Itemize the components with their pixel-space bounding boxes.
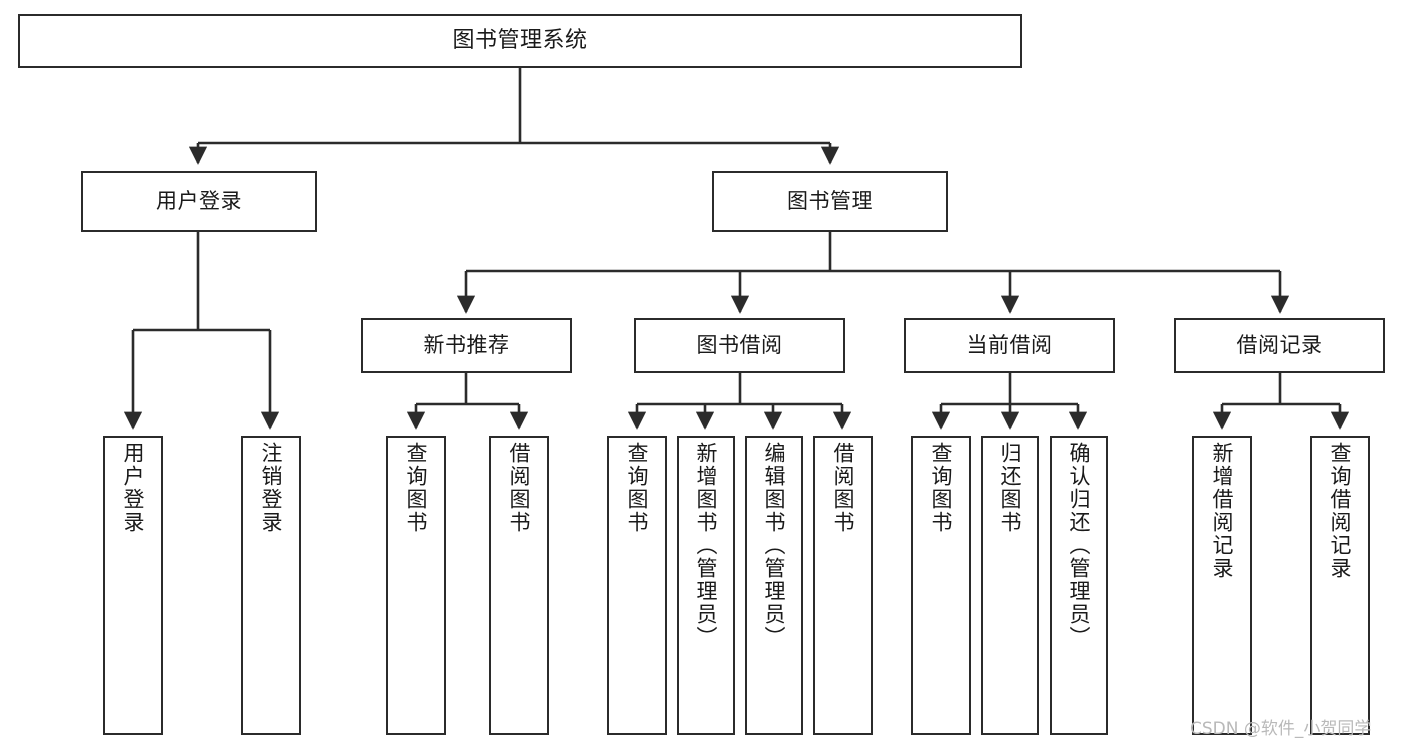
node-label: 图书管理系统 bbox=[452, 28, 588, 54]
node-label: 用户登录 bbox=[121, 442, 146, 534]
leaf-user-login-login[interactable]: 用户登录 bbox=[103, 436, 163, 735]
leaf-current-borrow-return-book[interactable]: 归还图书 bbox=[981, 436, 1039, 735]
node-label: 归还图书 bbox=[998, 442, 1023, 534]
node-label: 借阅图书 bbox=[507, 442, 532, 534]
node-label: 新书推荐 bbox=[423, 333, 510, 358]
leaf-book-borrow-query-book[interactable]: 查询图书 bbox=[607, 436, 667, 735]
node-root-book-management-system[interactable]: 图书管理系统 bbox=[18, 14, 1022, 68]
leaf-new-book-borrow-book[interactable]: 借阅图书 bbox=[489, 436, 549, 735]
leaf-book-borrow-edit-book-admin[interactable]: 编辑图书（管理员） bbox=[745, 436, 803, 735]
leaf-current-borrow-query-book[interactable]: 查询图书 bbox=[911, 436, 971, 735]
leaf-current-borrow-confirm-return-admin[interactable]: 确认归还（管理员） bbox=[1050, 436, 1108, 735]
leaf-borrow-record-add-record[interactable]: 新增借阅记录 bbox=[1192, 436, 1252, 735]
node-label: 确认归还（管理员） bbox=[1067, 442, 1092, 649]
node-borrow-record[interactable]: 借阅记录 bbox=[1174, 318, 1385, 373]
node-label: 图书管理 bbox=[787, 189, 873, 214]
leaf-book-borrow-add-book-admin[interactable]: 新增图书（管理员） bbox=[677, 436, 735, 735]
node-label: 新增借阅记录 bbox=[1210, 442, 1235, 580]
node-current-borrow[interactable]: 当前借阅 bbox=[904, 318, 1115, 373]
leaf-borrow-record-query-record[interactable]: 查询借阅记录 bbox=[1310, 436, 1370, 735]
node-book-borrow[interactable]: 图书借阅 bbox=[634, 318, 845, 373]
node-label: 查询图书 bbox=[625, 442, 650, 534]
node-new-book-recommend[interactable]: 新书推荐 bbox=[361, 318, 572, 373]
node-label: 用户登录 bbox=[156, 189, 242, 214]
node-label: 借阅记录 bbox=[1236, 333, 1323, 358]
node-label: 查询图书 bbox=[404, 442, 429, 534]
node-label: 借阅图书 bbox=[831, 442, 856, 534]
node-label: 查询借阅记录 bbox=[1328, 442, 1353, 580]
leaf-new-book-query-book[interactable]: 查询图书 bbox=[386, 436, 446, 735]
node-label: 编辑图书（管理员） bbox=[762, 442, 787, 649]
node-label: 图书借阅 bbox=[696, 333, 783, 358]
leaf-user-login-logout[interactable]: 注销登录 bbox=[241, 436, 301, 735]
node-label: 新增图书（管理员） bbox=[694, 442, 719, 649]
node-label: 当前借阅 bbox=[966, 333, 1053, 358]
node-user-login[interactable]: 用户登录 bbox=[81, 171, 317, 232]
watermark-csdn: CSDN @软件_小贺同学 bbox=[1190, 719, 1372, 739]
node-book-management[interactable]: 图书管理 bbox=[712, 171, 948, 232]
leaf-book-borrow-borrow-book[interactable]: 借阅图书 bbox=[813, 436, 873, 735]
node-label: 注销登录 bbox=[259, 442, 284, 534]
node-label: 查询图书 bbox=[929, 442, 954, 534]
